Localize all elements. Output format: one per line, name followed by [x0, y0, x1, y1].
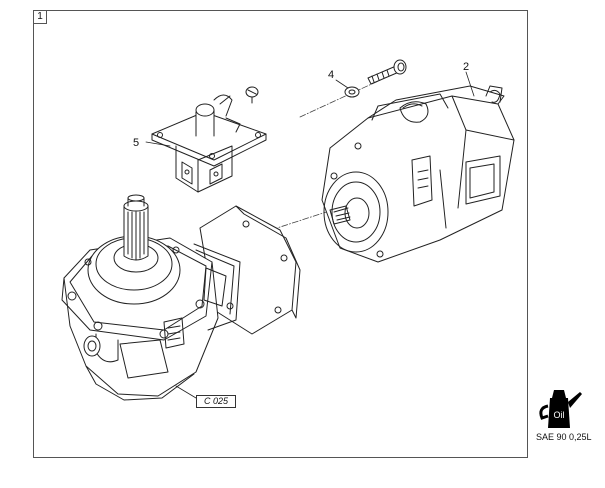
callout-4: 4: [328, 69, 335, 81]
gearbox-assembly: [61, 194, 301, 401]
bolt-part: [367, 59, 407, 85]
washer-part: [344, 86, 360, 98]
oil-can-icon: Oil: [539, 390, 582, 428]
frame-number: 1: [33, 10, 47, 24]
lubricant-panel: Oil: [530, 382, 605, 442]
drawing-frame: [33, 10, 528, 458]
mounting-bracket-part: [151, 94, 267, 193]
callout-2: 2: [463, 61, 470, 73]
lubricant-spec: SAE 90 0,25L: [536, 432, 592, 442]
oil-icon-label: Oil: [554, 410, 565, 420]
hydraulic-pump-part: [321, 85, 515, 263]
callout-5: 5: [133, 137, 140, 149]
reference-code-box: C 025: [196, 395, 236, 408]
screw-part: [245, 86, 259, 104]
callout-leaders: [145, 71, 475, 399]
